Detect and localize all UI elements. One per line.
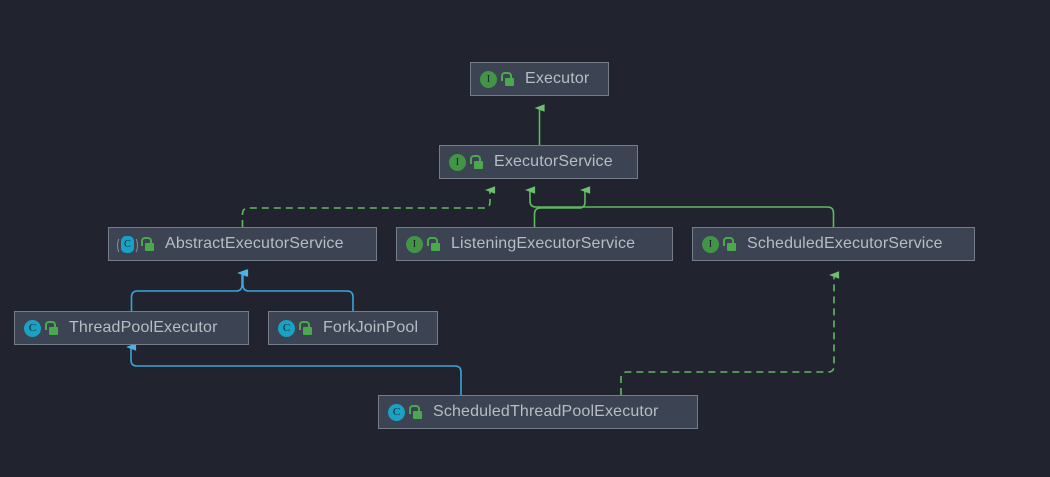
abstract-class-icon: C: [117, 235, 138, 254]
class-icon: C: [388, 403, 405, 421]
unlocked-padlock-icon: [427, 236, 440, 252]
edge-abstract-to-executor-service: [241, 186, 496, 227]
node-thread-pool-executor[interactable]: C ThreadPoolExecutor: [14, 311, 249, 345]
class-icon: C: [24, 319, 41, 337]
node-executor-icons: I: [480, 70, 514, 88]
node-label: ScheduledThreadPoolExecutor: [433, 403, 659, 420]
interface-icon: I: [480, 70, 497, 88]
node-listening-executor-service[interactable]: I ListeningExecutorService: [396, 227, 673, 261]
edge-fork-join-to-abstract: [238, 269, 354, 311]
edge-thread-pool-to-abstract: [130, 269, 248, 311]
class-icon: C: [278, 319, 295, 337]
node-executor-service-icons: I: [449, 153, 483, 171]
node-fork-join-pool-icons: C: [278, 319, 312, 337]
node-scheduled-thread-pool-executor-icons: C: [388, 403, 422, 421]
node-abstract-executor-service-icons: C: [117, 235, 154, 254]
interface-icon: I: [702, 235, 719, 253]
node-executor-service[interactable]: I ExecutorService: [439, 145, 638, 179]
edge-scheduled-tpe-to-thread-pool: [126, 343, 462, 395]
node-thread-pool-executor-icons: C: [24, 319, 58, 337]
node-label: ForkJoinPool: [323, 319, 419, 336]
unlocked-padlock-icon: [299, 320, 312, 336]
node-listening-executor-service-icons: I: [406, 235, 440, 253]
unlocked-padlock-icon: [501, 71, 514, 87]
node-fork-join-pool[interactable]: C ForkJoinPool: [268, 311, 438, 345]
unlocked-padlock-icon: [141, 236, 154, 252]
node-abstract-executor-service[interactable]: C AbstractExecutorService: [108, 227, 377, 261]
node-scheduled-executor-service[interactable]: I ScheduledExecutorService: [692, 227, 975, 261]
edge-listening-to-executor-service: [533, 186, 591, 227]
edge-scheduled-to-executor-service: [525, 186, 835, 227]
node-scheduled-executor-service-icons: I: [702, 235, 736, 253]
unlocked-padlock-icon: [409, 404, 422, 420]
node-label: AbstractExecutorService: [165, 235, 344, 252]
node-label: ScheduledExecutorService: [747, 235, 943, 252]
unlocked-padlock-icon: [470, 154, 483, 170]
edge-scheduled-tpe-to-scheduled-service: [620, 271, 840, 395]
unlocked-padlock-icon: [45, 320, 58, 336]
node-label: ListeningExecutorService: [451, 235, 636, 252]
interface-icon: I: [406, 235, 423, 253]
node-scheduled-thread-pool-executor[interactable]: C ScheduledThreadPoolExecutor: [378, 395, 698, 429]
unlocked-padlock-icon: [723, 236, 736, 252]
node-executor[interactable]: I Executor: [470, 62, 609, 96]
interface-icon: I: [449, 153, 466, 171]
node-label: ThreadPoolExecutor: [69, 319, 218, 336]
node-label: ExecutorService: [494, 153, 613, 170]
node-label: Executor: [525, 70, 590, 87]
